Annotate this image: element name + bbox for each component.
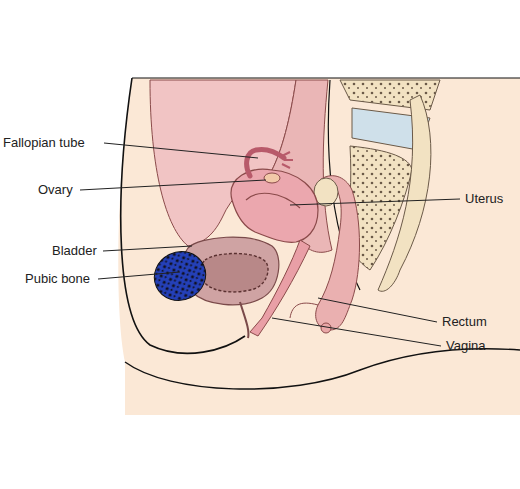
leader-lines: [80, 143, 460, 346]
part-label: Bladder: [52, 243, 97, 259]
part-label: Uterus: [465, 191, 503, 207]
part-label: Vagina: [446, 338, 486, 354]
part-label: Rectum: [442, 314, 487, 330]
part-label: Ovary: [38, 182, 73, 198]
part-label: Pubic bone: [25, 271, 90, 287]
part-label: Fallopian tube: [3, 135, 85, 151]
